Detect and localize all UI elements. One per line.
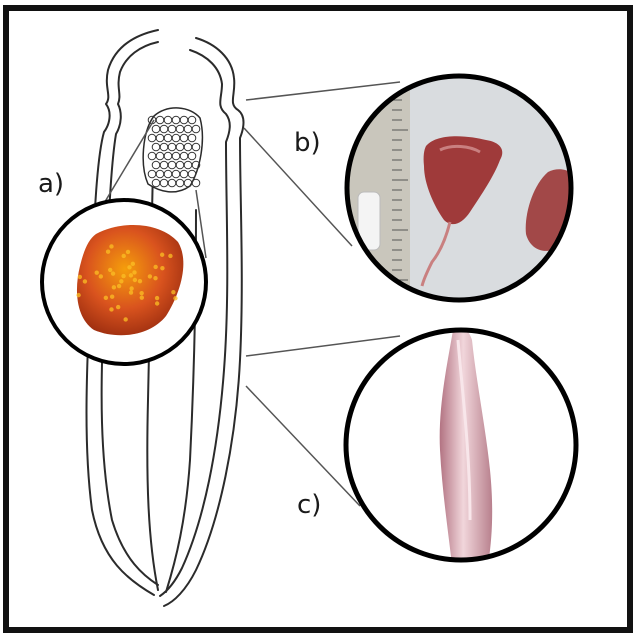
egg-speckle (116, 305, 120, 309)
egg-speckle (83, 279, 87, 283)
egg-speckle (78, 275, 82, 279)
egg-speckle (108, 268, 112, 272)
egg-speckle (140, 295, 144, 299)
egg-speckle (133, 278, 137, 282)
egg-speckle (155, 296, 159, 300)
egg-speckle (148, 274, 152, 278)
egg-speckle (95, 271, 99, 275)
egg-speckle (123, 317, 127, 321)
egg-speckle (153, 265, 157, 269)
egg-speckle (127, 265, 131, 269)
panel-label-a: a) (38, 171, 64, 197)
egg-speckle (111, 271, 115, 275)
egg-speckle (168, 254, 172, 258)
egg-speckle (110, 295, 114, 299)
egg-speckle (109, 244, 113, 248)
egg-speckle (139, 291, 143, 295)
egg-speckle (109, 307, 113, 311)
egg-speckle (131, 262, 135, 266)
egg-speckle (122, 254, 126, 258)
egg-speckle (106, 250, 110, 254)
egg-speckle (121, 274, 125, 278)
egg-speckle (132, 270, 136, 274)
egg-speckle (160, 253, 164, 257)
egg-speckle (126, 250, 130, 254)
egg-speckle (129, 286, 133, 290)
egg-speckle (160, 266, 164, 270)
egg-speckle (129, 273, 133, 277)
egg-speckle (117, 284, 121, 288)
panel-label-b: b) (294, 130, 321, 156)
egg-speckle (153, 276, 157, 280)
egg-speckle (99, 274, 103, 278)
egg-speckle (138, 279, 142, 283)
egg-speckle (129, 290, 133, 294)
egg-speckle (112, 285, 116, 289)
egg-speckle (76, 293, 80, 297)
panel-a-magnifier (42, 200, 206, 364)
egg-speckle (119, 279, 123, 283)
panel-label-c: c) (297, 492, 321, 518)
egg-speckle (173, 296, 177, 300)
egg-speckle (171, 290, 175, 294)
egg-speckle (155, 301, 159, 305)
egg-speckle (104, 296, 108, 300)
egg-mass-sketch (143, 108, 202, 192)
